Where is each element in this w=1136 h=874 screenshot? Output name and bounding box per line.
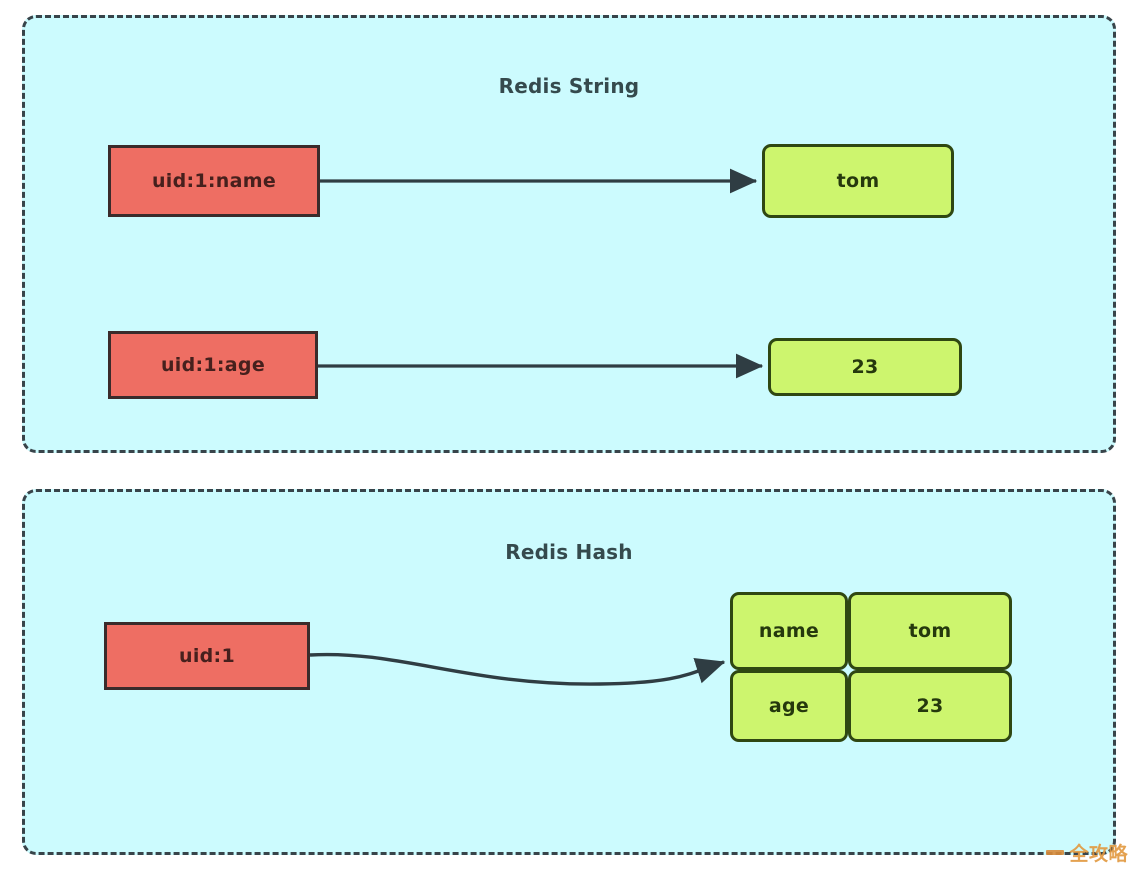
- key-node-uid-1-name: uid:1:name: [108, 145, 320, 217]
- hash-value-23: 23: [848, 670, 1012, 742]
- group-title-redis-hash: Redis Hash: [505, 540, 633, 564]
- value-node-tom: tom: [762, 144, 954, 218]
- watermark-bar-icon: [1046, 850, 1065, 855]
- hash-value-tom: tom: [848, 592, 1012, 670]
- watermark-text: 全攻略: [1069, 843, 1128, 865]
- watermark: 全攻略: [1046, 839, 1128, 866]
- key-node-uid-1-age: uid:1:age: [108, 331, 318, 399]
- hash-field-age: age: [730, 670, 848, 742]
- key-node-uid-1: uid:1: [104, 622, 310, 690]
- hash-field-name: name: [730, 592, 848, 670]
- value-node-23: 23: [768, 338, 962, 396]
- group-title-redis-string: Redis String: [498, 74, 640, 98]
